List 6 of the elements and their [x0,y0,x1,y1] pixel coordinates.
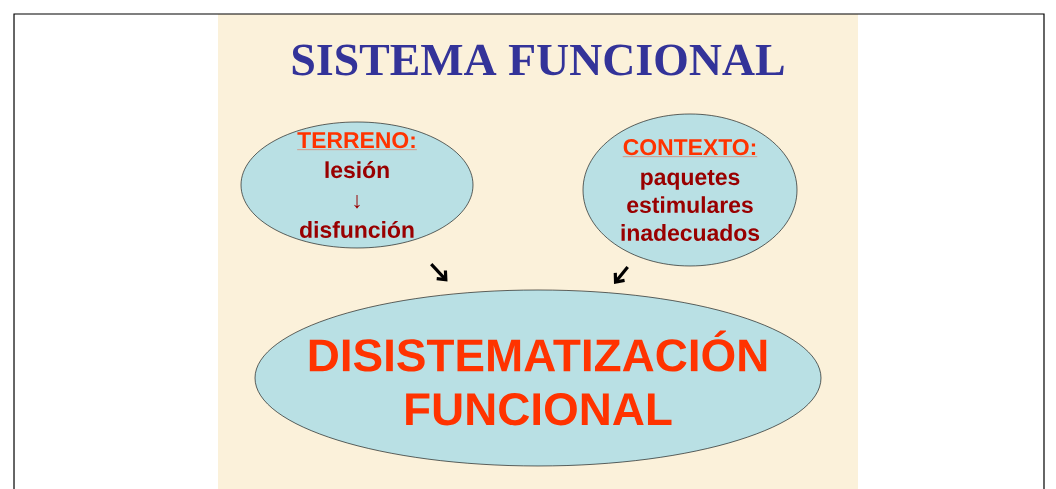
arrow [613,266,629,284]
ellipse-node: CONTEXTO: paquetes estimulares inadecuados [582,113,798,267]
ellipse-node: DISISTEMATIZACIÓN FUNCIONAL [254,289,822,467]
arrow [430,263,448,282]
title: SISTEMA FUNCIONAL [292,44,784,76]
ellipse-node: TERRENO: lesión ↓ disfunción [240,121,474,249]
